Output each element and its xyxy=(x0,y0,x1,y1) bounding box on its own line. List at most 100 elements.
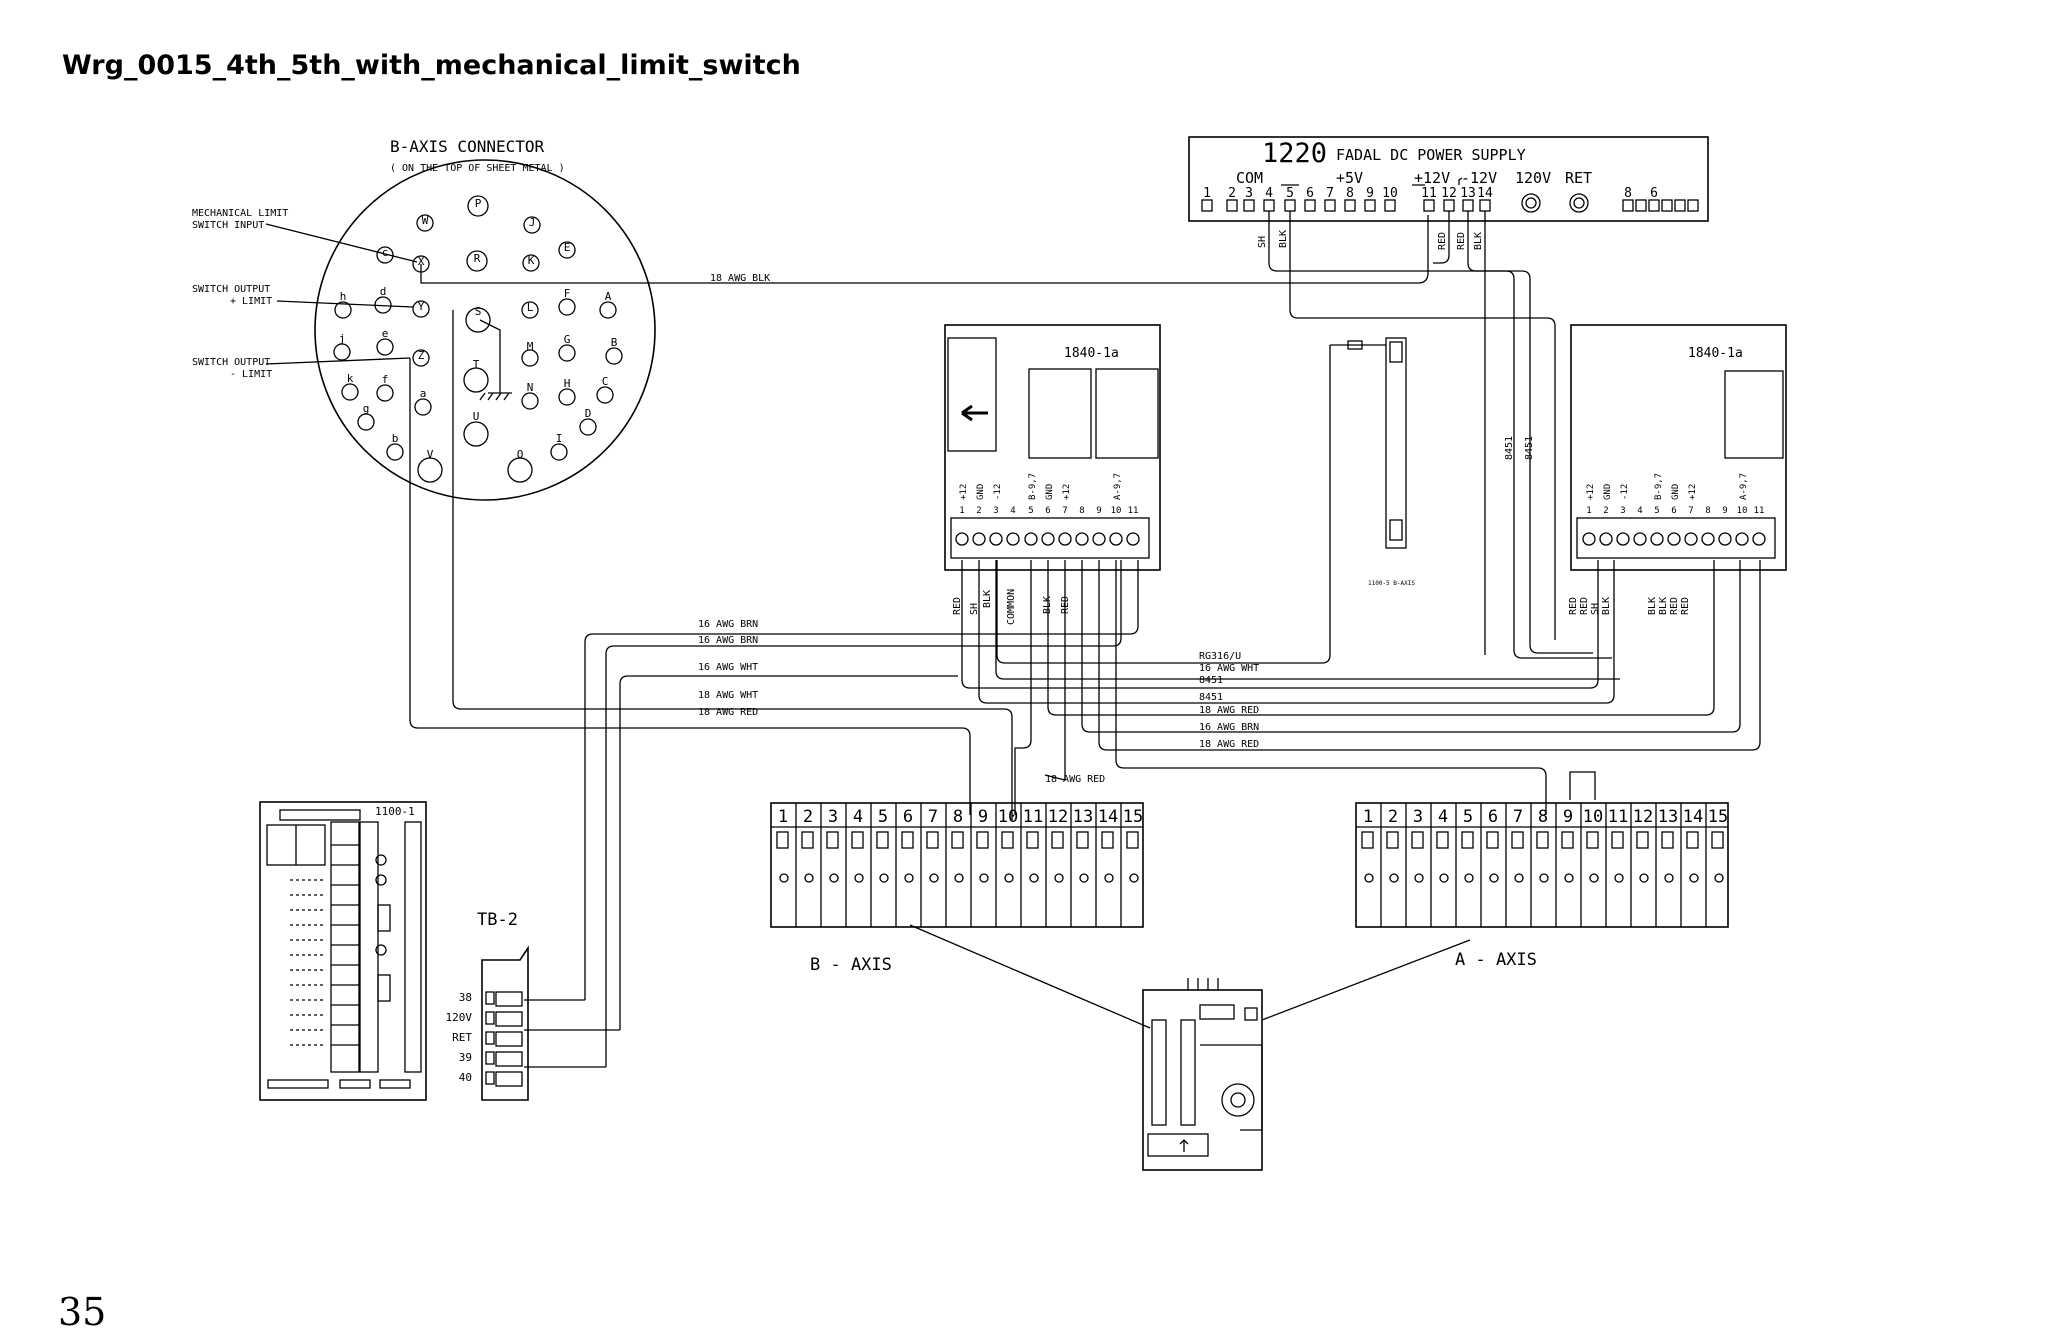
amp2-model: 1840-1a xyxy=(1688,346,1743,361)
svg-text:M: M xyxy=(527,340,534,353)
a-axis-terminal-block xyxy=(1355,802,1729,928)
svg-text:BLK: BLK xyxy=(982,590,993,608)
svg-text:+12: +12 xyxy=(1586,484,1596,500)
svg-text:RG316/U: RG316/U xyxy=(1199,651,1241,662)
svg-text:10: 10 xyxy=(1737,506,1748,516)
svg-text:3: 3 xyxy=(1413,807,1423,827)
a-axis-label: A - AXIS xyxy=(1455,950,1537,970)
svg-text:11: 11 xyxy=(1754,506,1765,516)
svg-text:E: E xyxy=(564,241,571,254)
svg-text:h: h xyxy=(340,290,347,303)
svg-text:SH: SH xyxy=(1590,603,1601,615)
svg-text:7: 7 xyxy=(1326,186,1334,201)
io-board-label: 1100-1 xyxy=(375,805,415,818)
svg-text:SWITCH OUTPUT: SWITCH OUTPUT xyxy=(192,284,270,295)
svg-text:J: J xyxy=(529,216,536,229)
svg-text:A-9,7: A-9,7 xyxy=(1739,473,1749,500)
svg-text:3: 3 xyxy=(1620,506,1625,516)
svg-text:RED: RED xyxy=(1437,232,1448,250)
svg-text:7: 7 xyxy=(1688,506,1693,516)
svg-text:D: D xyxy=(585,407,592,420)
svg-text:2: 2 xyxy=(1228,186,1236,201)
svg-text:10: 10 xyxy=(998,807,1018,827)
svg-text:RED: RED xyxy=(1680,597,1691,615)
svg-text:1: 1 xyxy=(1203,186,1211,201)
svg-text:2: 2 xyxy=(1603,506,1608,516)
svg-text:d: d xyxy=(380,285,387,298)
svg-text:A-9,7: A-9,7 xyxy=(1113,473,1123,500)
svg-text:8: 8 xyxy=(1346,186,1354,201)
svg-text:11: 11 xyxy=(1023,807,1043,827)
svg-text:40: 40 xyxy=(459,1071,472,1084)
svg-text:f: f xyxy=(382,373,389,386)
svg-text:Y: Y xyxy=(418,300,425,313)
amp1-pin-labels: +12 GND -12 B-9,7 GND +12 A-9,7 xyxy=(959,473,1123,500)
svg-text:4: 4 xyxy=(1265,186,1273,201)
svg-text:L: L xyxy=(527,301,534,314)
amp1-wire-labels: RED SH BLK COMMON BLK RED xyxy=(952,589,1071,625)
svg-text:39: 39 xyxy=(459,1051,472,1064)
svg-text:10: 10 xyxy=(1382,186,1398,201)
wire-run-labels: 18 AWG BLK 16 AWG BRN 16 AWG BRN 16 AWG … xyxy=(698,273,1259,785)
svg-text:RED: RED xyxy=(1579,597,1590,615)
svg-text:RED: RED xyxy=(1456,232,1467,250)
svg-text:11: 11 xyxy=(1608,807,1628,827)
svg-text:120V: 120V xyxy=(1515,169,1551,187)
svg-text:RED: RED xyxy=(1568,597,1579,615)
b-axis-label: B - AXIS xyxy=(810,955,892,975)
svg-text:16 AWG BRN: 16 AWG BRN xyxy=(1199,722,1259,733)
svg-text:BLK: BLK xyxy=(1658,597,1669,615)
svg-text:8: 8 xyxy=(1624,186,1632,201)
b-axis-connector-subtitle: ( ON THE TOP OF SHEET METAL ) xyxy=(390,163,565,174)
svg-text:a: a xyxy=(420,387,427,400)
svg-text:8: 8 xyxy=(1079,506,1084,516)
svg-text:6: 6 xyxy=(1650,186,1658,201)
svg-text:1: 1 xyxy=(1363,807,1373,827)
svg-text:BLK: BLK xyxy=(1042,596,1053,614)
svg-text:10: 10 xyxy=(1583,807,1603,827)
page-title: Wrg_0015_4th_5th_with_mechanical_limit_s… xyxy=(62,50,801,81)
ps-model: 1220 xyxy=(1262,138,1327,169)
svg-text:3: 3 xyxy=(1245,186,1253,201)
svg-text:SH: SH xyxy=(969,603,980,615)
svg-text:14: 14 xyxy=(1683,807,1703,827)
svg-text:1: 1 xyxy=(778,807,788,827)
svg-text:7: 7 xyxy=(1513,807,1523,827)
svg-text:1: 1 xyxy=(959,506,964,516)
svg-text:10: 10 xyxy=(1111,506,1122,516)
svg-text:3: 3 xyxy=(993,506,998,516)
svg-text:13: 13 xyxy=(1460,186,1476,201)
svg-text:4: 4 xyxy=(1438,807,1448,827)
svg-text:8: 8 xyxy=(953,807,963,827)
svg-text:6: 6 xyxy=(903,807,913,827)
svg-text:3: 3 xyxy=(828,807,838,827)
svg-text:14: 14 xyxy=(1477,186,1493,201)
svg-text:18 AWG RED: 18 AWG RED xyxy=(1199,739,1259,750)
amp2-wire-labels: RED RED SH BLK BLK BLK RED RED xyxy=(1568,597,1691,615)
svg-text:COMMON: COMMON xyxy=(1006,589,1017,625)
svg-text:8451: 8451 xyxy=(1199,692,1223,703)
svg-text:MECHANICAL LIMIT: MECHANICAL LIMIT xyxy=(192,208,288,219)
svg-text:B-9,7: B-9,7 xyxy=(1028,473,1038,500)
svg-text:A: A xyxy=(605,290,612,303)
svg-text:9: 9 xyxy=(1563,807,1573,827)
tb2-block xyxy=(481,945,529,1101)
svg-text:6: 6 xyxy=(1488,807,1498,827)
svg-text:C: C xyxy=(602,375,609,388)
svg-text:k: k xyxy=(347,372,354,385)
svg-text:2: 2 xyxy=(803,807,813,827)
svg-text:B: B xyxy=(611,336,618,349)
svg-text:16 AWG WHT: 16 AWG WHT xyxy=(698,662,758,673)
svg-text:P: P xyxy=(475,197,482,210)
ps-terminals xyxy=(1201,193,1699,213)
connector-pin-labels: W P J c X R K E h d Y S L F A j e Z T M … xyxy=(339,197,618,461)
ps-groups: COM +5V +12V -12V 120V RET xyxy=(1236,169,1592,187)
svg-text:5: 5 xyxy=(1654,506,1659,516)
svg-text:RED: RED xyxy=(1669,597,1680,615)
svg-text:GND: GND xyxy=(1671,484,1681,500)
amplifier-1 xyxy=(944,324,1161,571)
svg-text:S: S xyxy=(475,305,482,318)
svg-text:R: R xyxy=(474,252,481,265)
io-board xyxy=(259,801,427,1101)
